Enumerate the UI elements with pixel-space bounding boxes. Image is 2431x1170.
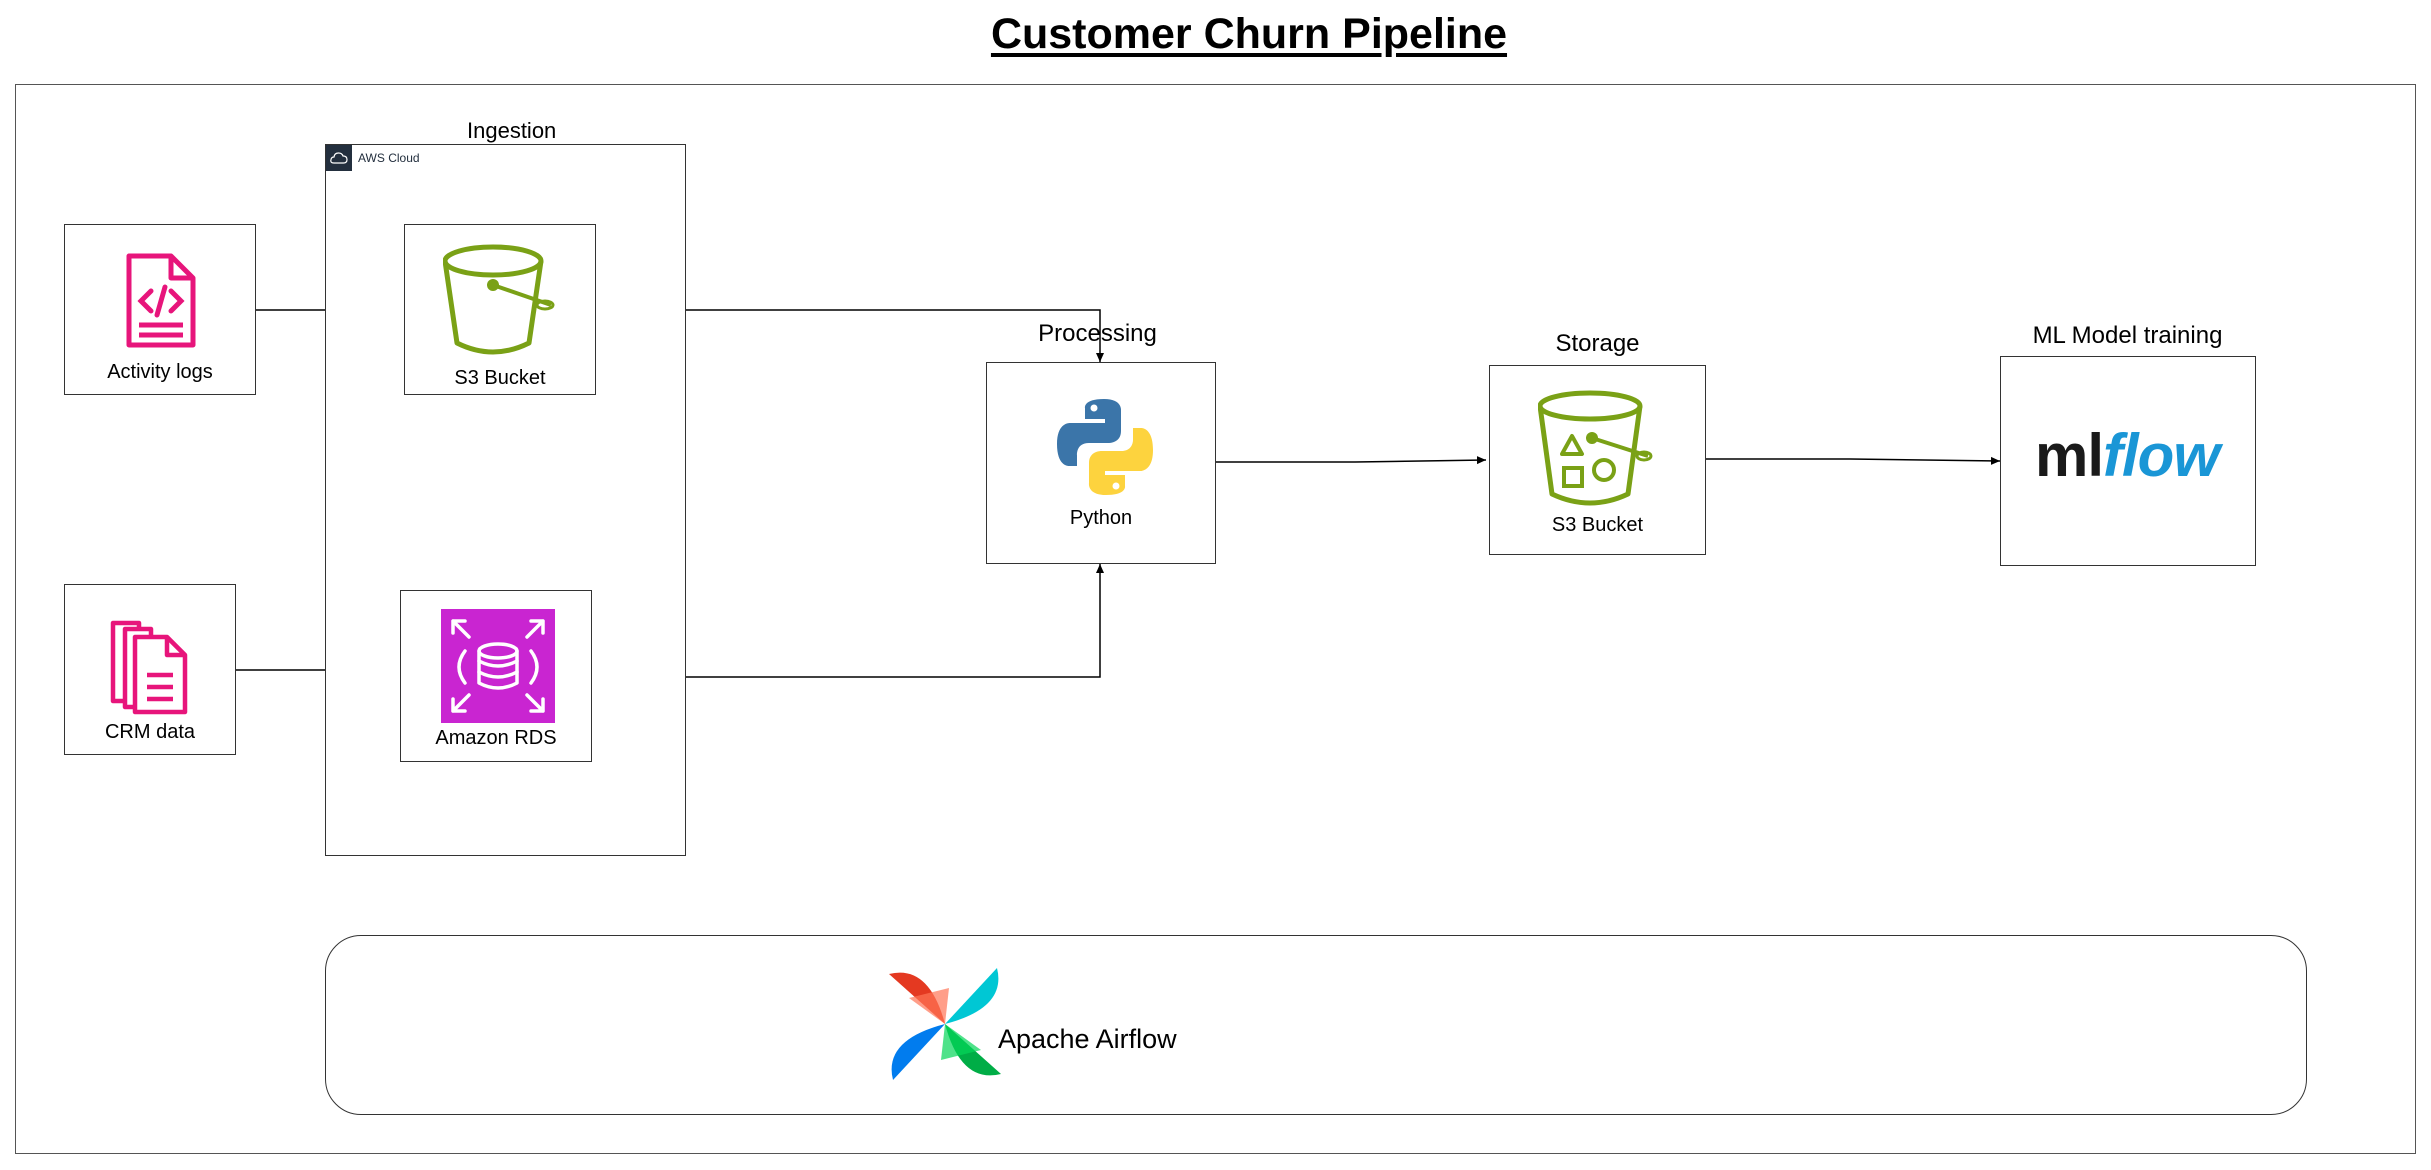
- diagram-title: Customer Churn Pipeline: [990, 10, 1508, 58]
- cloud-icon: [326, 145, 352, 171]
- orchestrator-airflow: Apache Airflow: [325, 935, 2307, 1115]
- s3-bucket-icon: [443, 244, 555, 355]
- node-crm-data: CRM data: [64, 584, 236, 755]
- node-python: Python: [986, 362, 1216, 564]
- python-label: Python: [1069, 507, 1133, 529]
- s3-storage-label: S3 Bucket: [1551, 514, 1644, 536]
- s3-bucket-objects-icon: [1538, 390, 1653, 506]
- node-s3-storage: S3 Bucket: [1489, 365, 1706, 555]
- node-amazon-rds: Amazon RDS: [400, 590, 592, 762]
- airflow-label: Apache Airflow: [998, 1024, 1177, 1054]
- section-label-storage: Storage: [1555, 330, 1640, 357]
- section-label-processing: Processing: [1038, 320, 1157, 347]
- documents-icon: [110, 620, 188, 715]
- activity-logs-label: Activity logs: [107, 361, 213, 383]
- crm-data-label: CRM data: [104, 721, 196, 743]
- section-label-ingestion: Ingestion: [467, 118, 557, 143]
- python-logo-icon: [1057, 399, 1153, 495]
- rds-label: Amazon RDS: [435, 727, 557, 749]
- node-mlflow: mlflow: [2000, 356, 2256, 566]
- outer-frame: [15, 84, 2416, 1154]
- amazon-rds-icon: [441, 609, 555, 723]
- node-activity-logs: Activity logs: [64, 224, 256, 395]
- node-s3-ingest: S3 Bucket: [404, 224, 596, 395]
- section-label-ml-training: ML Model training: [2032, 322, 2223, 349]
- mlflow-logo: mlflow: [2035, 422, 2220, 489]
- aws-cloud-label: AWS Cloud: [358, 151, 420, 165]
- code-document-icon: [126, 253, 196, 348]
- airflow-pinwheel-icon: [889, 968, 1001, 1080]
- s3-ingest-label: S3 Bucket: [454, 367, 546, 389]
